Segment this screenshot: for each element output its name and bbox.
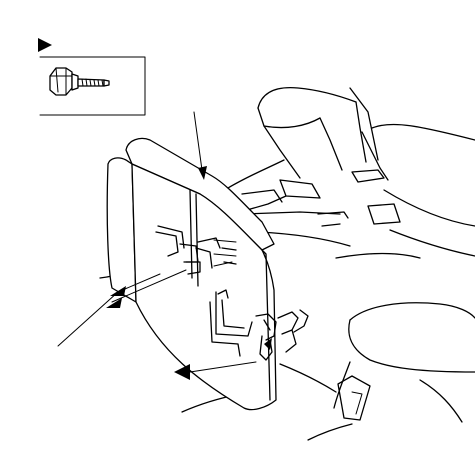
arrowhead-icon [264,338,272,350]
arrowhead-icon [110,286,126,296]
trim-panel [106,137,309,411]
inset-frame [39,56,146,116]
triangle-marker-icon [174,364,190,380]
vehicle-interior [99,86,475,441]
arrowhead-icon [106,298,122,308]
flange-bolt-icon [49,67,110,96]
leader-lines [57,111,272,380]
arrowhead-icon [198,166,207,180]
triangle-marker-icon [38,38,52,52]
bolt-inset [38,38,146,116]
